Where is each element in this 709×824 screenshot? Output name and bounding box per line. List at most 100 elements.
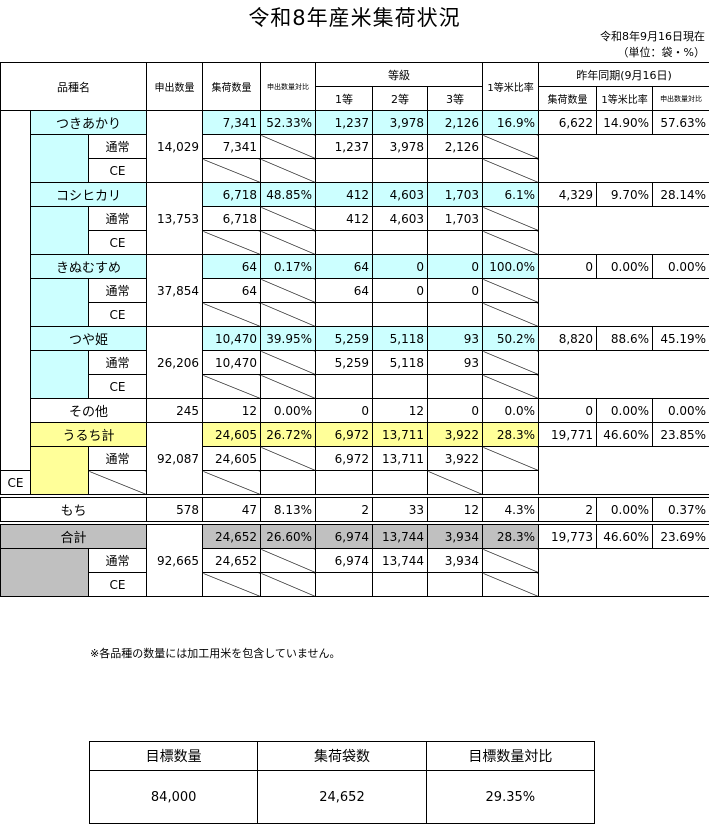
collected-value: 7,341 — [203, 111, 261, 135]
prev-g1-value: 9.70% — [597, 183, 653, 207]
target-value-row: 84,000 24,652 29.35% — [90, 771, 595, 824]
normal-g1: 1,237 — [316, 135, 373, 159]
empty-diagonal-cell — [261, 549, 316, 573]
sub-indent-cell — [31, 279, 89, 327]
ratio-value: 48.85% — [261, 183, 316, 207]
ce-g2-blank — [373, 375, 428, 399]
table-row: きぬむすめ 37,854 64 0.17% 64 0 0 100.0% 0 0.… — [1, 255, 709, 279]
table-row: その他 245 12 0.00% 0 12 0 0.0% 0 0.00% 0.0… — [1, 399, 709, 423]
sub-normal-label: 通常 — [89, 351, 147, 375]
sub-ce-label: CE — [89, 231, 147, 255]
empty-diagonal-cell — [483, 351, 539, 375]
variety-name: つや姫 — [31, 327, 147, 351]
applied-value: 37,854 — [147, 255, 203, 327]
normal-g2: 5,118 — [373, 351, 428, 375]
prev-g1-value: 46.60% — [597, 423, 653, 447]
normal-g3: 3,922 — [428, 447, 483, 471]
g3-value: 12 — [428, 498, 483, 522]
empty-diagonal-cell — [261, 351, 316, 375]
empty-diagonal-cell — [261, 231, 316, 255]
collected-value: 12 — [203, 399, 261, 423]
empty-diagonal-cell — [483, 135, 539, 159]
sub-indent-cell — [31, 135, 89, 183]
normal-collected: 6,718 — [203, 207, 261, 231]
applied-value: 14,029 — [147, 111, 203, 183]
sub-normal-label: 通常 — [89, 207, 147, 231]
bags-value: 24,652 — [258, 771, 426, 824]
header-row-1: 品種名 申出数量 集荷数量 申出数量対比 等級 1等米比率 昨年同期(9月16日… — [1, 63, 709, 87]
normal-g1: 6,974 — [316, 549, 373, 573]
g2-value: 3,978 — [373, 111, 428, 135]
normal-collected: 24,652 — [203, 549, 261, 573]
header-g1: 1等 — [316, 87, 373, 111]
empty-diagonal-cell — [203, 303, 261, 327]
sub-indent-cell — [31, 447, 89, 495]
prev-ratio-value: 23.69% — [653, 525, 709, 549]
empty-diagonal-cell — [483, 447, 539, 471]
empty-diagonal-cell — [261, 447, 316, 471]
normal-g3: 3,934 — [428, 549, 483, 573]
ce-g3-blank — [428, 231, 483, 255]
g3-value: 3,922 — [428, 423, 483, 447]
empty-diagonal-cell — [203, 159, 261, 183]
sub-ce-label: CE — [1, 471, 31, 495]
collected-value: 24,605 — [203, 423, 261, 447]
g1-value: 412 — [316, 183, 373, 207]
prev-collected-value: 8,820 — [539, 327, 597, 351]
target-header: 目標数量 — [90, 742, 258, 771]
collected-value: 24,652 — [203, 525, 261, 549]
table-row: 通常 7,341 1,237 3,978 2,126 — [1, 135, 709, 159]
g1-value: 1,237 — [316, 111, 373, 135]
g1-ratio-value: 28.3% — [483, 423, 539, 447]
empty-diagonal-cell — [203, 471, 261, 495]
g1-value: 0 — [316, 399, 373, 423]
target-header-row: 目標数量 集荷袋数 目標数量対比 — [90, 742, 595, 771]
variety-name: その他 — [31, 399, 147, 423]
sub-ce-label: CE — [89, 159, 147, 183]
prev-ratio-value: 23.85% — [653, 423, 709, 447]
applied-value: 92,087 — [147, 423, 203, 495]
g1-ratio-value: 28.3% — [483, 525, 539, 549]
table-row: つきあかり 14,029 7,341 52.33% 1,237 3,978 2,… — [1, 111, 709, 135]
g3-value: 0 — [428, 255, 483, 279]
normal-g3: 93 — [428, 351, 483, 375]
prev-blank — [539, 549, 709, 597]
ce-g2-blank — [373, 159, 428, 183]
variety-name: きぬむすめ — [31, 255, 147, 279]
normal-collected: 10,470 — [203, 351, 261, 375]
g3-value: 0 — [428, 399, 483, 423]
table-row: 通常 10,470 5,259 5,118 93 — [1, 351, 709, 375]
empty-diagonal-cell — [483, 573, 539, 597]
variety-name: コシヒカリ — [31, 183, 147, 207]
left-margin-cell — [1, 111, 31, 471]
prev-collected-value: 19,773 — [539, 525, 597, 549]
prev-ratio-value: 0.00% — [653, 399, 709, 423]
collected-value: 10,470 — [203, 327, 261, 351]
g2-value: 0 — [373, 255, 428, 279]
header-prev: 昨年同期(9月16日) — [539, 63, 709, 87]
variety-name: つきあかり — [31, 111, 147, 135]
ce-g2-blank — [373, 573, 428, 597]
prev-ratio-value: 45.19% — [653, 327, 709, 351]
collected-value: 6,718 — [203, 183, 261, 207]
normal-g2: 13,744 — [373, 549, 428, 573]
empty-diagonal-cell — [428, 471, 483, 495]
g1-ratio-value: 6.1% — [483, 183, 539, 207]
variety-name: うるち計 — [31, 423, 147, 447]
normal-g1: 6,972 — [316, 447, 373, 471]
g1-value: 6,972 — [316, 423, 373, 447]
prev-g1-value: 46.60% — [597, 525, 653, 549]
table-row: もち 578 47 8.13% 2 33 12 4.3% 2 0.00% 0.3… — [1, 498, 709, 522]
normal-collected: 7,341 — [203, 135, 261, 159]
g2-value: 33 — [373, 498, 428, 522]
empty-diagonal-cell — [203, 375, 261, 399]
ce-g1-blank — [261, 471, 316, 495]
applied-value: 578 — [147, 498, 203, 522]
g2-value: 13,711 — [373, 423, 428, 447]
empty-diagonal-cell — [203, 231, 261, 255]
table-row: 通常 24,652 6,974 13,744 3,934 — [1, 549, 709, 573]
sub-normal-label: 通常 — [89, 549, 147, 573]
normal-collected: 64 — [203, 279, 261, 303]
ratio-value: 0.17% — [261, 255, 316, 279]
g2-value: 4,603 — [373, 183, 428, 207]
